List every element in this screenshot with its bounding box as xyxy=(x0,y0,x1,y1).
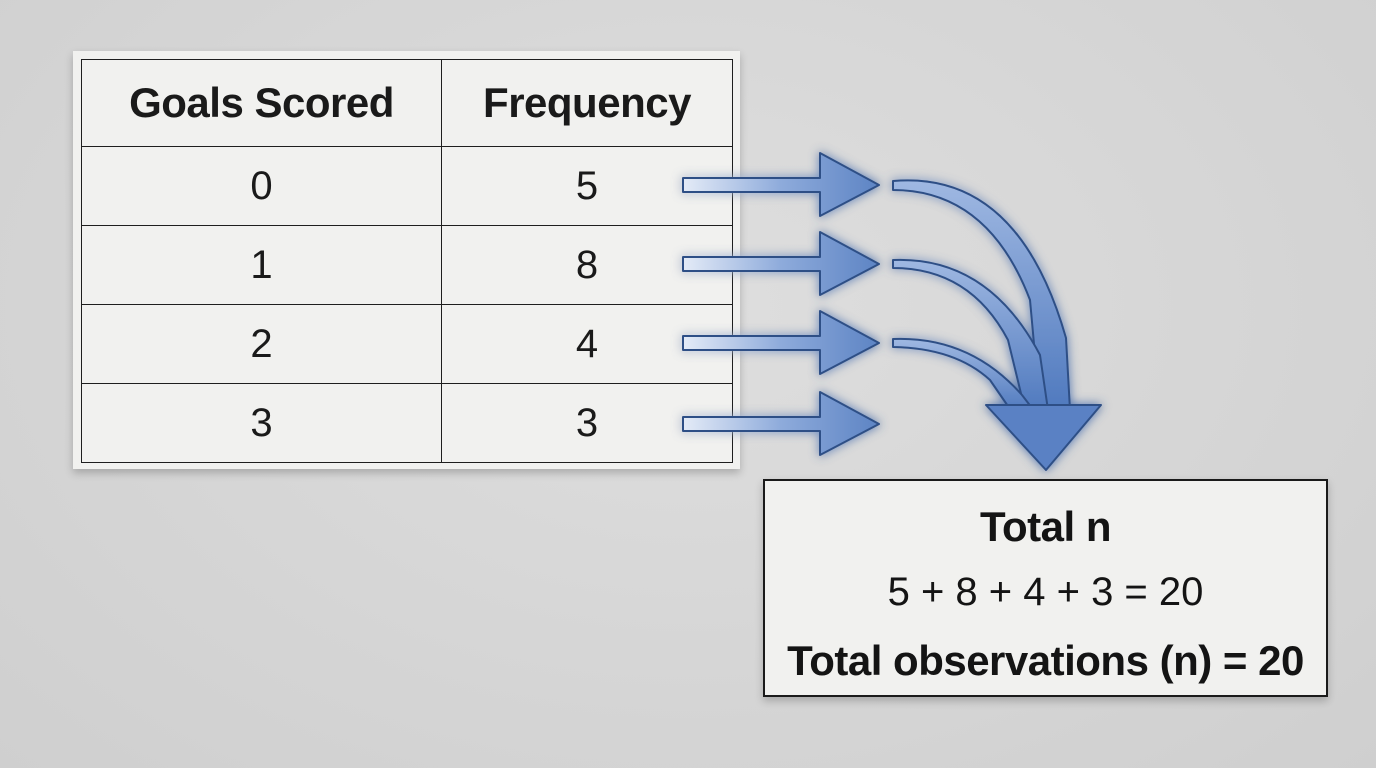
total-observations-result: Total observations (n) = 20 xyxy=(787,637,1304,684)
down-arrow-head-icon xyxy=(985,404,1102,471)
frequency-table: Goals Scored Frequency 0 5 1 8 2 4 3 3 xyxy=(81,59,733,463)
frequency-cell: 3 xyxy=(441,383,733,463)
frequency-table-card: Goals Scored Frequency 0 5 1 8 2 4 3 3 xyxy=(73,51,740,469)
header-goals-scored: Goals Scored xyxy=(81,59,442,147)
goals-cell: 0 xyxy=(81,146,442,226)
total-title: Total n xyxy=(979,503,1112,550)
total-sum-equation: 5 + 8 + 4 + 3 = 20 xyxy=(887,570,1204,614)
total-n-box: Total n 5 + 8 + 4 + 3 = 20 Total observa… xyxy=(763,479,1328,697)
curved-arrow-icon xyxy=(892,337,1036,413)
header-frequency: Frequency xyxy=(441,59,733,147)
frequency-cell: 5 xyxy=(441,146,733,226)
table-row: 0 5 xyxy=(81,146,733,226)
goals-cell: 1 xyxy=(81,225,442,305)
curved-arrow-icon xyxy=(892,179,1071,411)
goals-cell: 2 xyxy=(81,304,442,384)
table-row: 2 4 xyxy=(81,304,733,384)
frequency-cell: 8 xyxy=(441,225,733,305)
table-header-row: Goals Scored Frequency xyxy=(81,59,733,147)
frequency-cell: 4 xyxy=(441,304,733,384)
table-row: 1 8 xyxy=(81,225,733,305)
curved-arrow-icon xyxy=(892,258,1049,411)
table-row: 3 3 xyxy=(81,383,733,463)
goals-cell: 3 xyxy=(81,383,442,463)
